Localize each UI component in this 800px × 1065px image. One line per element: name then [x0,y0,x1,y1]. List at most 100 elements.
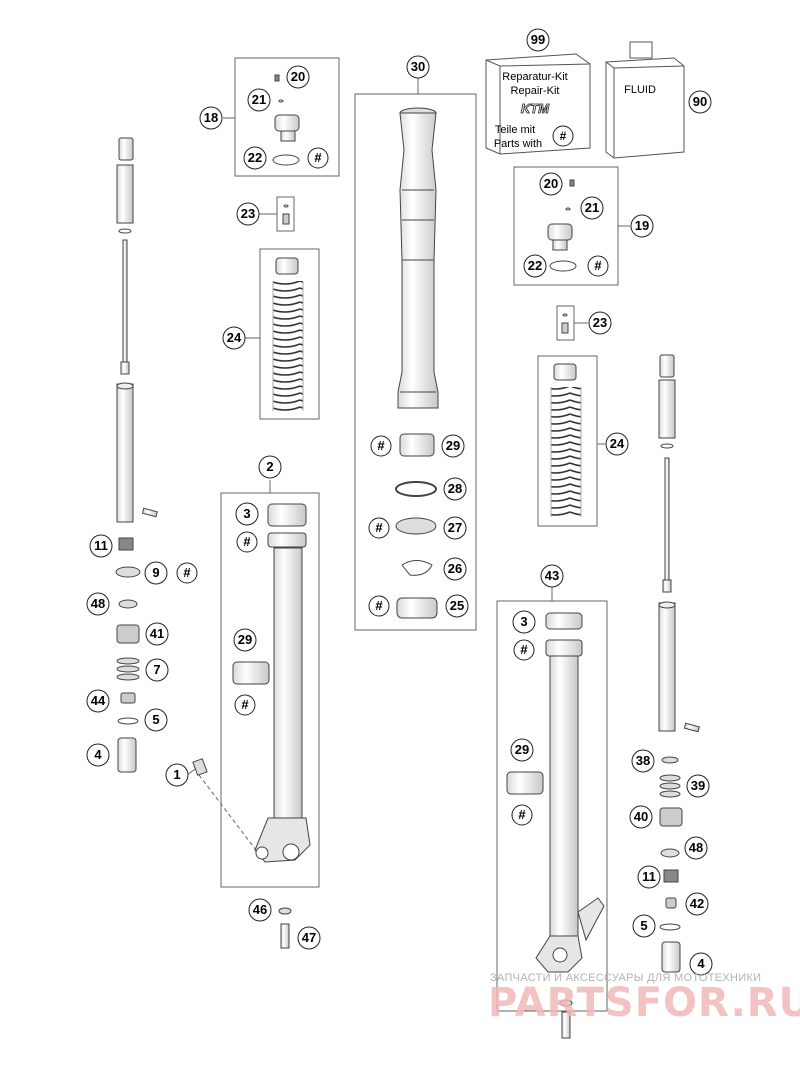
svg-text:#: # [377,438,385,453]
box-18 [234,57,340,177]
callout-20b: 20 [539,172,563,196]
callout-23a: 23 [236,202,260,226]
box-24b [537,355,598,527]
callout-3b: 3 [512,610,536,634]
callout-11a: 11 [89,534,113,558]
callout-5a: 5 [144,708,168,732]
hash-9: # [176,562,198,584]
valve-18-parts [272,74,300,166]
svg-text:29: 29 [515,742,529,757]
callout-9: 9 [144,561,168,585]
callout-4b: 4 [689,952,713,976]
svg-text:46: 46 [253,902,267,917]
svg-text:42: 42 [690,896,704,911]
callout-18: 18 [199,106,223,130]
hash-29a: # [370,435,392,457]
svg-text:30: 30 [411,59,425,74]
left-small-parts [115,537,208,776]
svg-text:44: 44 [91,693,106,708]
svg-text:22: 22 [248,150,262,165]
svg-text:#: # [375,598,383,613]
hash-19: # [587,255,609,277]
callout-90: 90 [688,90,712,114]
upper-tube-30 [395,107,439,619]
callout-21a: 21 [247,88,271,112]
callout-39: 39 [686,774,710,798]
svg-text:2: 2 [266,459,273,474]
callout-2: 2 [258,455,282,479]
svg-text:21: 21 [585,200,599,215]
watermark-logo: PARTSFOR.RU [488,980,800,1026]
svg-text:1: 1 [173,767,180,782]
svg-text:21: 21 [252,92,266,107]
callouts: 99 90 30 18 20 21 22 # 23 24 19 20 21 22… [86,28,713,976]
repair-kit-line3: Teile mit [495,124,535,136]
ktm-logo: KTM [521,101,550,116]
right-cartridge [658,354,700,733]
svg-text:#: # [241,697,249,712]
svg-text:24: 24 [610,436,625,451]
callout-22a: 22 [243,146,267,170]
callout-3a: 3 [235,502,259,526]
svg-text:48: 48 [91,596,105,611]
svg-text:#: # [594,258,602,273]
hash-27: # [368,517,390,539]
repair-kit-line4: Parts with [494,138,542,150]
svg-text:23: 23 [593,315,607,330]
svg-text:28: 28 [448,481,462,496]
callout-44: 44 [86,689,110,713]
callout-1: 1 [165,763,189,787]
hash-29c: # [511,804,533,826]
svg-text:29: 29 [238,632,252,647]
callout-23b: 23 [588,311,612,335]
svg-text:3: 3 [243,506,250,521]
callout-46: 46 [248,898,272,922]
spring-24-right [550,363,582,517]
svg-text:20: 20 [544,176,558,191]
box-24a [259,248,320,420]
svg-text:41: 41 [150,626,164,641]
hash-18: # [307,147,329,169]
svg-text:25: 25 [450,598,464,613]
outer-tube-43 [506,612,605,1039]
svg-text:99: 99 [531,32,545,47]
callout-42: 42 [685,892,709,916]
callout-24b: 24 [605,432,629,456]
callout-4a: 4 [86,743,110,767]
svg-text:38: 38 [636,753,650,768]
callout-41: 41 [145,622,169,646]
svg-text:90: 90 [693,94,707,109]
hash-kit: # [560,129,567,143]
svg-text:23: 23 [241,206,255,221]
spring-24-left [272,257,304,411]
callout-22b: 22 [523,254,547,278]
svg-text:43: 43 [545,568,559,583]
svg-text:4: 4 [697,956,705,971]
callout-48b: 48 [684,836,708,860]
svg-text:29: 29 [446,438,460,453]
valve-19-parts [547,179,577,272]
svg-text:#: # [518,807,526,822]
svg-text:39: 39 [691,778,705,793]
repair-kit-box: Reparatur-Kit Repair-Kit KTM Teile mit P… [485,53,591,155]
svg-text:5: 5 [640,918,647,933]
svg-text:#: # [243,534,251,549]
watermark-tagline: ЗАПЧАСТИ И АКСЕССУАРЫ ДЛЯ МОТОТЕХНИКИ [490,972,762,984]
repair-kit-line2: Repair-Kit [511,85,560,97]
callout-48a: 48 [86,592,110,616]
svg-text:9: 9 [152,565,159,580]
spacer-23-parts [282,204,569,334]
svg-text:#: # [314,150,322,165]
svg-text:19: 19 [635,218,649,233]
svg-text:11: 11 [94,538,108,553]
callout-27: 27 [443,516,467,540]
right-small-parts [659,756,683,973]
svg-text:48: 48 [689,840,703,855]
svg-text:4: 4 [94,747,102,762]
svg-text:11: 11 [642,869,656,884]
callout-26: 26 [443,557,467,581]
repair-kit-line1: Reparatur-Kit [502,71,567,83]
svg-text:26: 26 [448,561,462,576]
svg-text:20: 20 [291,69,305,84]
